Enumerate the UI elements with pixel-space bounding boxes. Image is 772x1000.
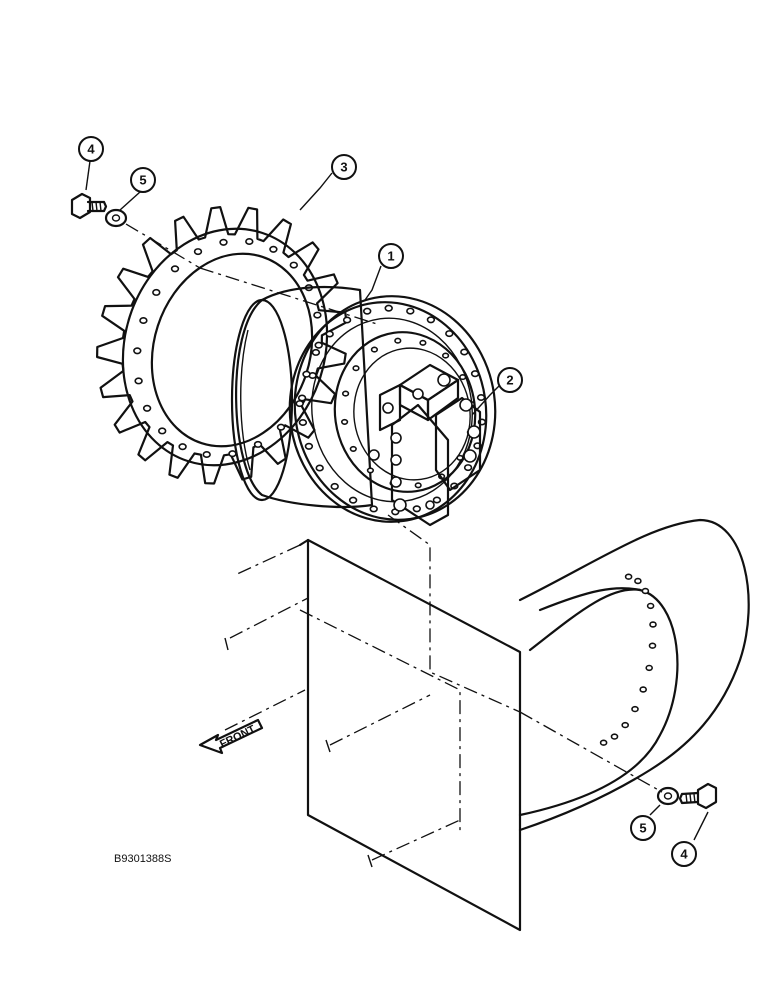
bolt-hole xyxy=(342,316,352,324)
bolt-hole xyxy=(366,467,375,474)
bolt-hole xyxy=(315,464,324,472)
reference-code: B9301388S xyxy=(114,853,172,865)
valve-block xyxy=(368,363,482,527)
sprocket xyxy=(96,206,348,485)
bolt-hole xyxy=(646,602,655,610)
bolt-hole xyxy=(645,664,654,672)
bolt-hole xyxy=(442,352,450,359)
bolt-hole xyxy=(158,427,167,435)
callout-1: 1 xyxy=(378,243,404,269)
bolt-hole xyxy=(426,316,436,324)
front-direction-arrow: FRONT xyxy=(198,718,264,755)
bolt-hole xyxy=(219,238,228,246)
bolt-hole xyxy=(460,348,469,356)
bolt-hole xyxy=(341,418,349,425)
bolt-hole xyxy=(202,450,211,459)
alignment-lines xyxy=(125,223,663,793)
bolt-hole xyxy=(228,450,237,458)
bolt-hole xyxy=(142,404,152,412)
bolt-hole xyxy=(370,346,379,353)
bolt-hole xyxy=(394,337,402,344)
bolt-hole xyxy=(269,245,278,253)
bolt-hole xyxy=(648,642,657,649)
bolt-hole xyxy=(414,482,422,489)
bolt-hole xyxy=(432,496,442,504)
bolt-hole xyxy=(463,464,473,472)
bolt-hole xyxy=(412,505,421,513)
callout-4-lower: 4 xyxy=(671,841,697,867)
bolt-hole xyxy=(170,265,180,273)
bolt-hole xyxy=(634,577,642,585)
bolt-hole xyxy=(363,307,372,315)
callout-2: 2 xyxy=(497,367,523,393)
bolt-hole xyxy=(314,341,323,349)
callout-number: 2 xyxy=(506,373,513,388)
bolt-hole xyxy=(152,288,161,296)
bolt-hole xyxy=(330,482,339,490)
callout-5-lower: 5 xyxy=(630,815,656,841)
callout-number: 5 xyxy=(639,821,646,836)
bolt-hole xyxy=(641,587,650,595)
bolt-hole xyxy=(419,339,427,346)
callout-number: 5 xyxy=(139,173,146,188)
bolt-hole xyxy=(298,418,308,427)
bolt-lower-right xyxy=(678,782,718,810)
bolt-hole xyxy=(476,393,486,402)
bolt-hole xyxy=(445,330,454,338)
bolt-hole xyxy=(384,304,393,312)
bolt-hole xyxy=(134,377,143,385)
callout-number: 4 xyxy=(680,847,688,862)
bolt-hole xyxy=(139,316,148,325)
bolt-hole xyxy=(352,365,360,372)
bolt-hole xyxy=(342,390,350,397)
washer-upper-left xyxy=(104,208,128,228)
bolt-hole xyxy=(631,705,639,713)
callout-number: 4 xyxy=(87,142,95,157)
bolt-hole xyxy=(649,621,657,628)
bolt-hole xyxy=(276,423,286,431)
callout-3: 3 xyxy=(331,154,357,180)
bolt-hole xyxy=(348,496,358,504)
bolt-hole xyxy=(304,442,314,450)
bolt-upper-left xyxy=(70,192,108,220)
callout-4-upper: 4 xyxy=(78,136,104,162)
callout-leaders xyxy=(85,160,709,841)
bolt-hole xyxy=(253,440,263,448)
washer-lower-right xyxy=(656,786,680,806)
callout-5-upper: 5 xyxy=(130,167,156,193)
bolt-hole xyxy=(193,248,203,256)
bolt-hole xyxy=(470,370,480,378)
bolt-hole xyxy=(621,721,630,729)
bolt-hole xyxy=(313,311,322,319)
bolt-hole xyxy=(459,374,467,381)
bolt-hole xyxy=(406,307,415,315)
callout-number: 3 xyxy=(340,160,347,175)
bolt-hole xyxy=(245,237,254,246)
bolt-hole xyxy=(302,370,311,378)
bolt-hole xyxy=(325,330,334,338)
bolt-hole xyxy=(624,573,633,580)
bolt-hole xyxy=(369,505,378,513)
front-label: FRONT xyxy=(218,723,258,751)
bolt-hole xyxy=(297,394,307,402)
callout-number: 1 xyxy=(387,249,394,264)
bolt-hole xyxy=(599,739,608,746)
bolt-hole xyxy=(456,454,464,461)
bolt-hole xyxy=(178,443,187,451)
bolt-hole xyxy=(639,686,648,693)
bolt-hole xyxy=(311,348,321,356)
bolt-hole xyxy=(133,347,142,355)
bolt-hole xyxy=(289,261,298,269)
bolt-hole xyxy=(349,445,357,452)
bolt-hole xyxy=(295,400,304,408)
track-frame xyxy=(224,518,750,932)
bolt-hole xyxy=(610,733,619,740)
